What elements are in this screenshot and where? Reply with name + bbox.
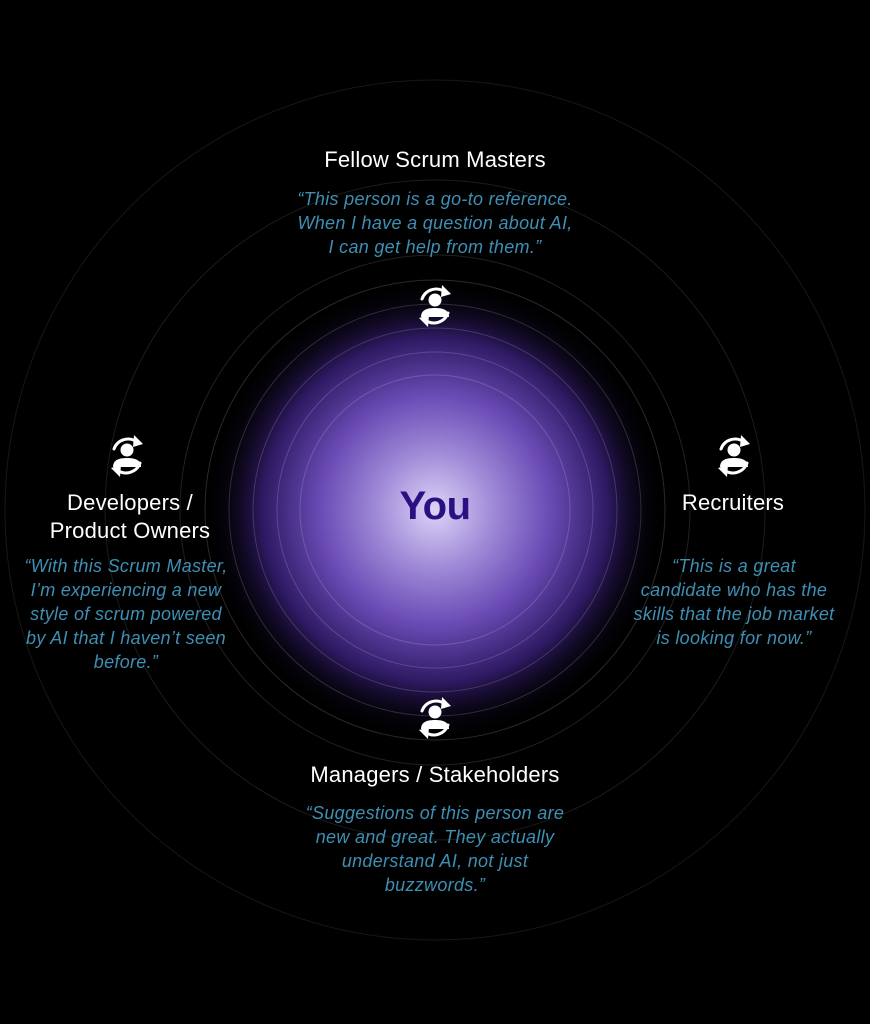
managers-stakeholders-title: Managers / Stakeholders [310,762,560,787]
ring [204,279,666,741]
managers-stakeholders-quote: “Suggestions of this person are new and … [305,803,565,895]
ring [179,254,691,766]
ring [4,79,866,941]
center-label: You [399,484,471,528]
person-cycle-icon [708,430,760,482]
recruiters-quote: “This is a great candidate who has the s… [633,556,835,648]
ring [299,374,571,646]
ring-group [4,79,866,941]
person-cycle-icon [409,280,461,332]
recruiters-title: Recruiters [681,490,785,515]
ring [276,351,594,669]
fellow-scrum-masters-title: Fellow Scrum Masters [324,147,546,172]
ring [252,327,618,693]
person-cycle-icon [101,430,153,482]
person-cycle-icon [409,692,461,744]
fellow-scrum-masters-quote: “This person is a go-to reference. When … [297,189,573,257]
center-glow [205,280,665,740]
ring [104,179,766,841]
developers-product-owners-quote: “With this Scrum Master, I’m experiencin… [24,556,228,672]
developers-product-owners-title: Developers / Product Owners [49,490,211,543]
